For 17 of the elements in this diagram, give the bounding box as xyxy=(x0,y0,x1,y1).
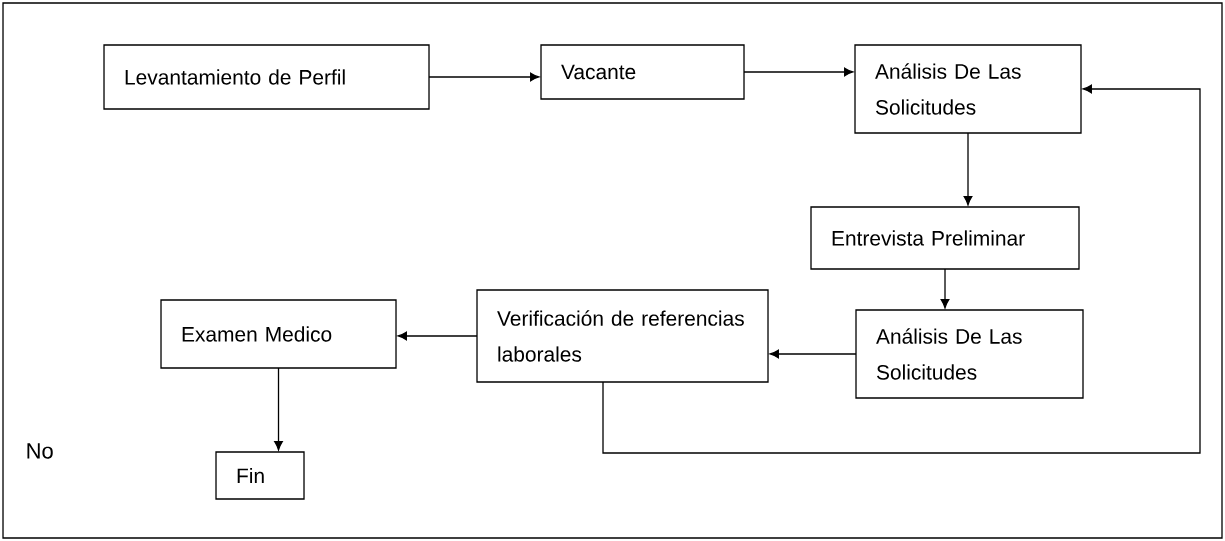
process-box: Levantamiento de Perfil xyxy=(103,44,430,110)
process-box: Análisis De Las Solicitudes xyxy=(854,44,1082,134)
arrow xyxy=(602,84,1201,454)
arrow xyxy=(940,268,950,309)
arrow xyxy=(769,349,857,359)
arrow xyxy=(428,72,540,82)
process-box: Examen Medico xyxy=(160,299,397,369)
arrow xyxy=(743,67,854,77)
process-box: Entrevista Preliminar xyxy=(810,206,1080,270)
arrow xyxy=(274,367,283,451)
process-box: Verificación de referencias laborales xyxy=(476,289,769,383)
process-box: Análisis De Las Solicitudes xyxy=(855,309,1084,399)
arrow xyxy=(397,331,478,341)
process-box: Vacante xyxy=(540,44,745,100)
note-text: No xyxy=(27,443,53,459)
arrow xyxy=(963,132,973,206)
process-box: Fin xyxy=(215,451,305,500)
